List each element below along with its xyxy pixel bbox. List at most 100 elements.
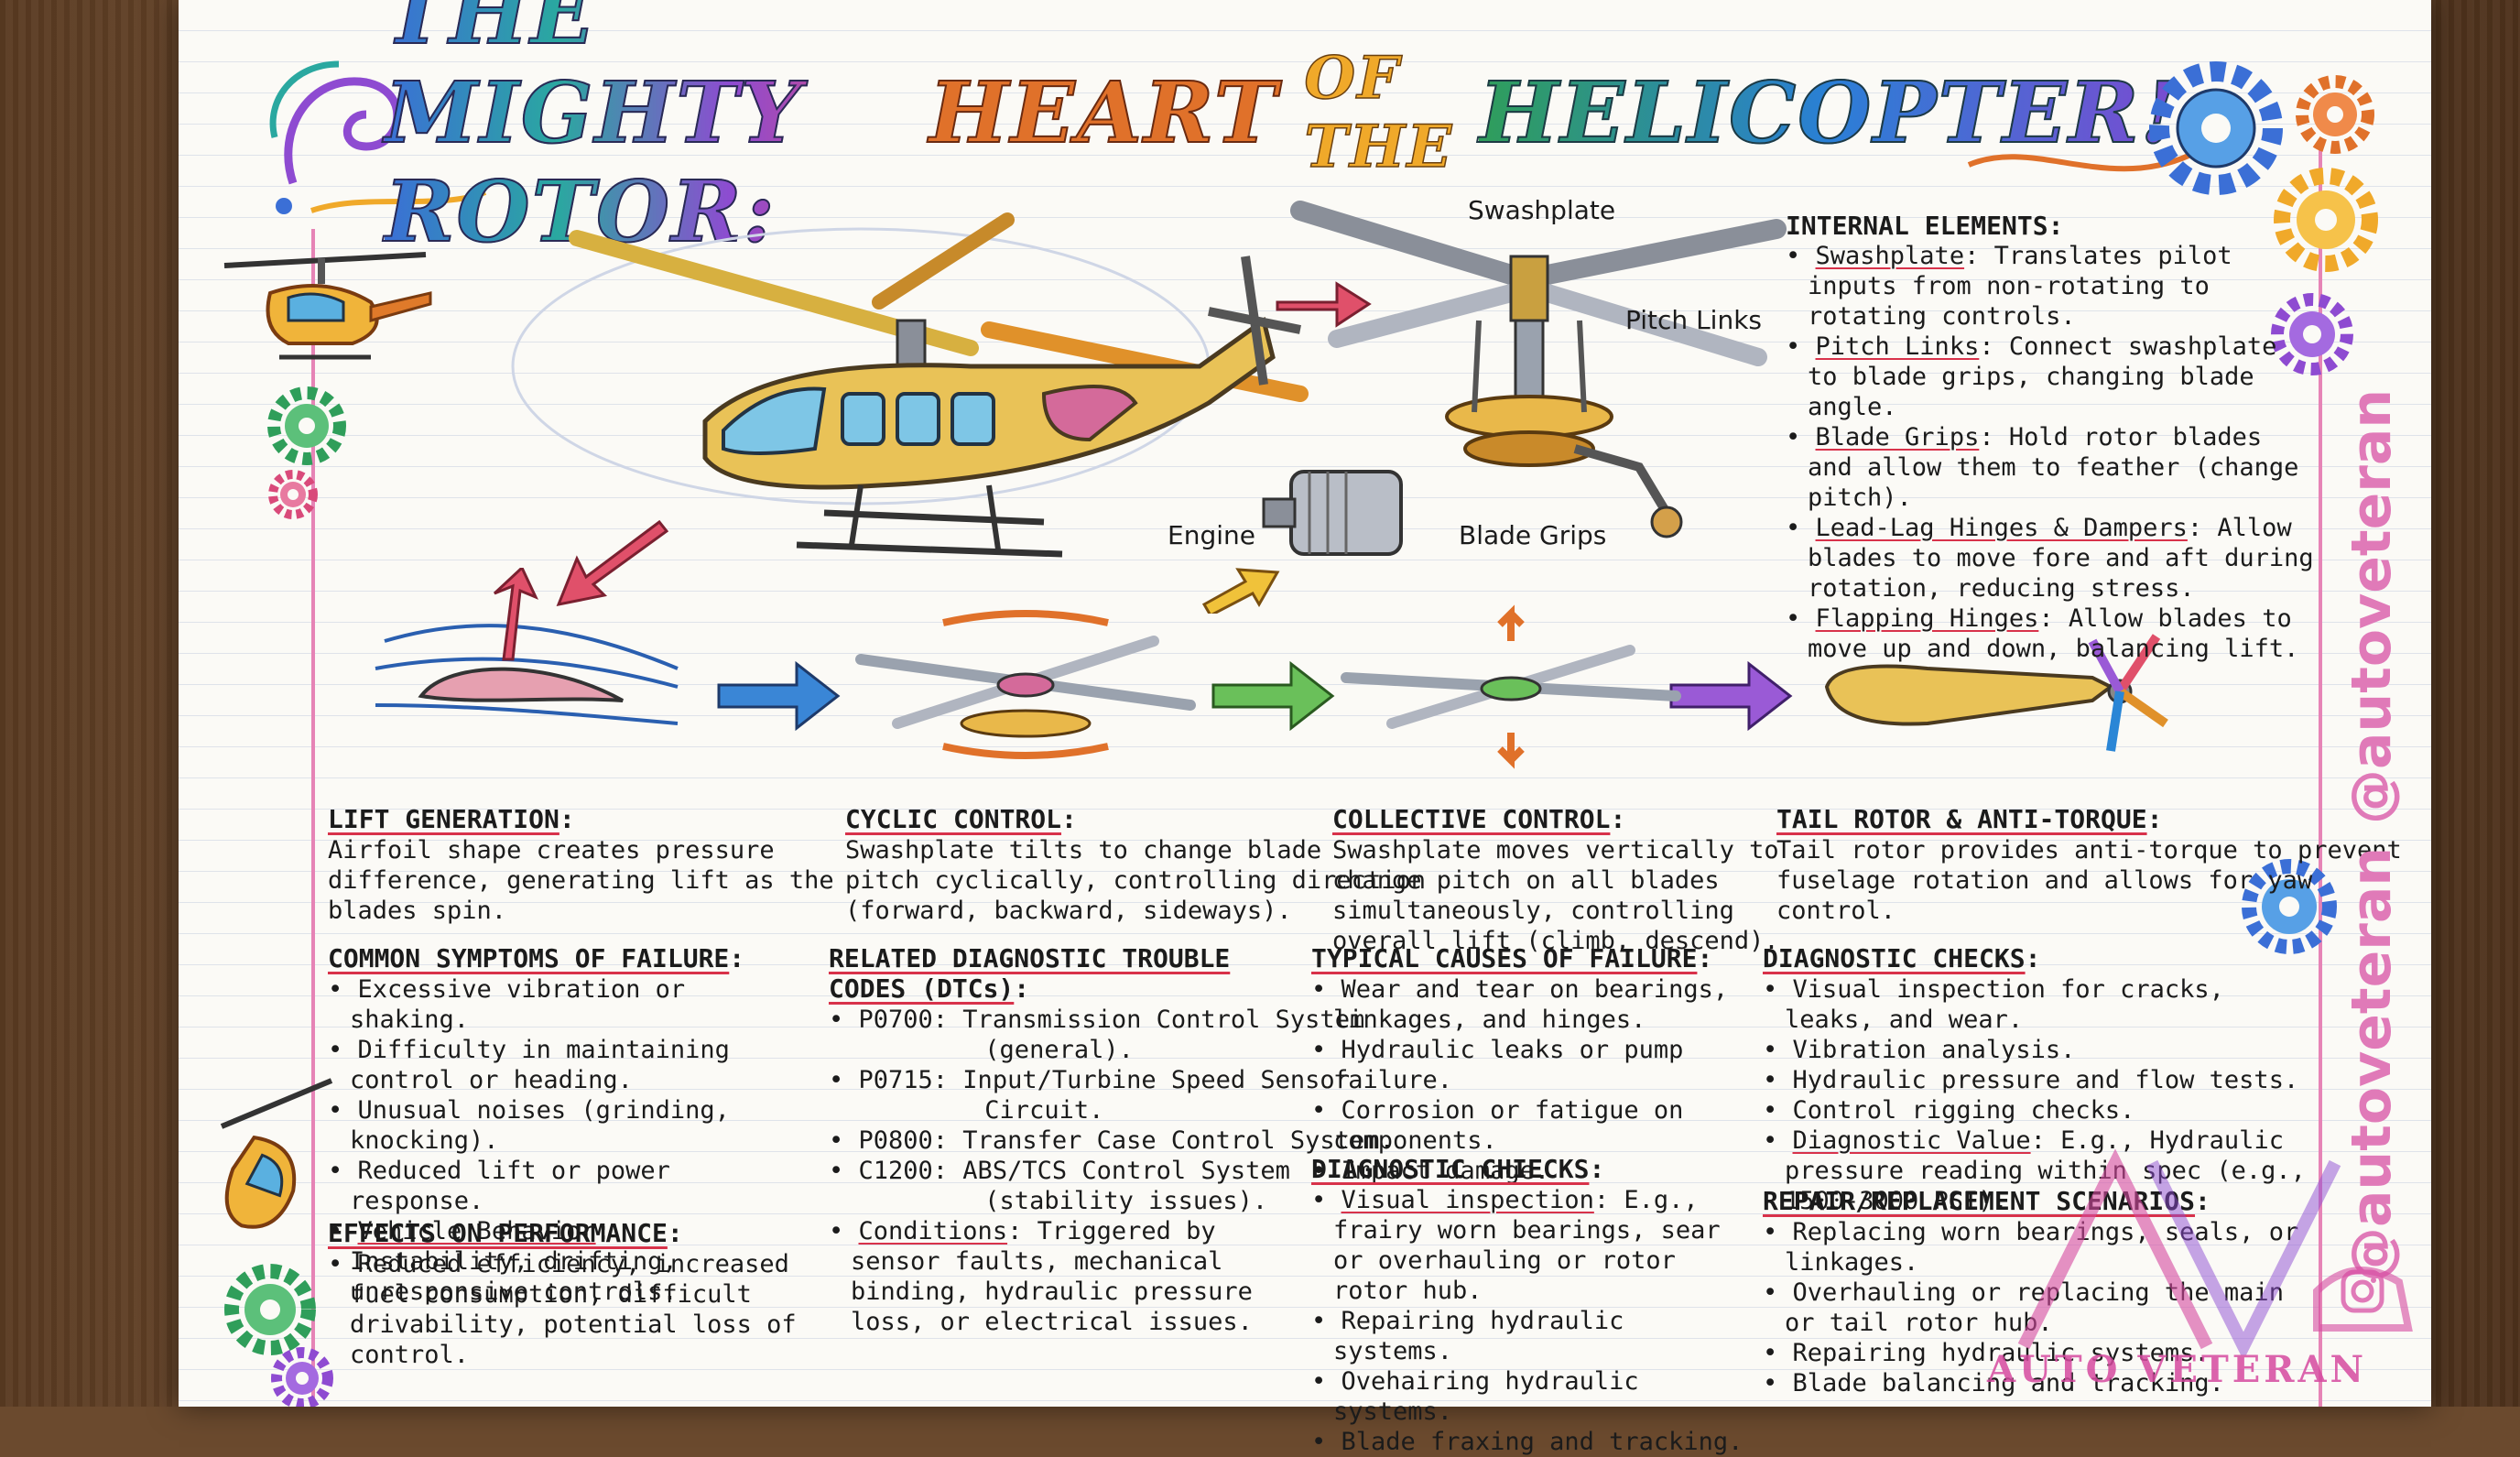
gear-icon <box>2149 61 2283 195</box>
lift-text: Airfoil shape creates pressure differenc… <box>328 836 834 925</box>
list-item: • Repairing hydraulic systems. <box>1311 1307 1624 1365</box>
internal-elements-block: INTERNAL ELEMENTS: • Swashplate: Transla… <box>1786 211 2317 664</box>
list-item: • Vibration analysis. <box>1763 1036 2076 1064</box>
title-swirl-left <box>269 60 487 214</box>
list-item: • Blade Grips: Hold rotor blades and all… <box>1786 423 2299 512</box>
causes-block: TYPICAL CAUSES OF FAILURE: • Wear and te… <box>1311 943 1751 1186</box>
list-item: • Reduced efficiency, increased fuel con… <box>328 1250 797 1369</box>
lift-heading: LIFT GENERATION <box>328 804 559 834</box>
list-item: • Reduced lift or power response. <box>328 1157 670 1215</box>
arrow-red-down-left <box>556 519 668 607</box>
label-swashplate: Swashplate <box>1468 195 1616 225</box>
list-item: • C1200: ABS/TCS Control System (stabili… <box>829 1157 1290 1215</box>
checks-heading: DIAGNOSTIC CHECKS <box>1763 943 2026 973</box>
gear-icon <box>267 386 346 465</box>
tail-heading: TAIL ROTOR & ANTI-TORQUE <box>1776 804 2147 834</box>
gears-cluster-bottom-left <box>224 1264 333 1407</box>
repair-block: REPAIR/REPLACEMENT SCENARIOS: • Replacin… <box>1763 1186 2312 1398</box>
chiecks-heading: DIAGNOSTIC CHIECKS <box>1311 1154 1590 1184</box>
collective-control-block: COLLECTIVE CONTROL: Swashplate moves ver… <box>1332 804 1779 955</box>
tail-rotor-block: TAIL ROTOR & ANTI-TORQUE: Tail rotor pro… <box>1776 804 2402 925</box>
collective-text: Swashplate moves vertically to change pi… <box>1332 836 1779 955</box>
list-item: • Hydraulic pressure and flow tests. <box>1763 1066 2299 1094</box>
list-item: • Visual inspection for cracks, leaks, a… <box>1763 975 2224 1034</box>
list-item: • Lead-Lag Hinges & Dampers: Allow blade… <box>1786 514 2314 603</box>
list-item: • Diagnostic Value: E.g., Hydraulic pres… <box>1763 1126 2306 1215</box>
label-engine: Engine <box>1168 520 1255 550</box>
list-item: • Overhauling or replacing the main or t… <box>1763 1278 2284 1337</box>
title-swirl-right <box>1967 153 2190 172</box>
diagnostic-chiecks-block: DIAGNOSTIC CHIECKS: • Visual inspection:… <box>1311 1154 1751 1457</box>
list-item: • Unusual noises (grinding, knocking). <box>328 1096 730 1155</box>
label-pitch-links: Pitch Links <box>1625 305 1762 335</box>
dtc-heading-line-2: CODES (DTCs) <box>829 973 1015 1004</box>
watermark-brand: AUTO VETERAN <box>1987 1348 2368 1391</box>
list-item: • Swashplate: Translates pilot inputs fr… <box>1786 242 2232 331</box>
tail-text: Tail rotor provides anti-torque to preve… <box>1776 836 2402 925</box>
list-item: • Wear and tear on bearings, linkages, a… <box>1311 975 1729 1034</box>
lift-generation-block: LIFT GENERATION: Airfoil shape creates p… <box>328 804 834 925</box>
list-item: • Replacing worn bearings, seals, or lin… <box>1763 1218 2299 1277</box>
arrow-red-right <box>1276 281 1372 328</box>
title-part-4: HELICOPTER! <box>1478 62 2179 163</box>
watermark-handle-top: @autoveteran <box>2340 388 2404 824</box>
list-item: • Flapping Hinges: Allow blades to move … <box>1786 604 2299 663</box>
internal-elements-heading: INTERNAL ELEMENTS: <box>1786 211 2064 241</box>
list-item: • Ovehairing hydraulic systems. <box>1311 1367 1639 1426</box>
gear-icon <box>2271 293 2353 375</box>
list-item: • P0700: Transmission Control System (ge… <box>829 1006 1365 1064</box>
list-item: • Impact damage. <box>1311 1157 1550 1185</box>
causes-heading: TYPICAL CAUSES OF FAILURE <box>1311 943 1698 973</box>
dtc-heading-line-1: RELATED DIAGNOSTIC TROUBLE <box>829 943 1231 973</box>
arrow-blue-right <box>717 660 841 732</box>
title-part-2: HEART <box>929 62 1279 163</box>
symptoms-heading: COMMON SYMPTOMS OF FAILURE <box>328 943 730 973</box>
gear-right-middle <box>2242 859 2337 954</box>
arrow-green-right <box>1211 660 1335 732</box>
gear-icon <box>271 1347 333 1407</box>
list-item: • Hydraulic leaks or pump failure. <box>1311 1036 1684 1094</box>
arrow-yellow <box>1201 568 1280 614</box>
cyclic-text: Swashplate tilts to change blade pitch c… <box>845 836 1426 925</box>
list-item: • P0715: Input/Turbine Speed Sensor Circ… <box>829 1066 1350 1125</box>
cyclic-heading: CYCLIC CONTROL <box>845 804 1062 834</box>
list-item: • Excessive vibration or shaking. <box>328 975 686 1034</box>
label-blade-grips: Blade Grips <box>1459 520 1607 550</box>
small-helicopter-icon <box>223 252 432 360</box>
list-item: • Blade fraxing and tracking. <box>1311 1428 1743 1456</box>
gears-cluster-left <box>267 386 346 519</box>
airfoil-illustration <box>375 568 679 725</box>
cyclic-rotor-illustration <box>855 610 1196 759</box>
dtc-block: RELATED DIAGNOSTIC TROUBLE CODES (DTCs):… <box>829 943 1395 1336</box>
rotor-hub-diagram <box>1290 201 1787 538</box>
list-item: • Control rigging checks. <box>1763 1096 2135 1125</box>
auto-veteran-logo <box>2017 1148 2413 1355</box>
list-item: • Repairing hydraulic systems. <box>1763 1339 2210 1367</box>
effects-heading: EFFECTS ON PERFORMANCE <box>328 1218 668 1248</box>
collective-rotor-illustration <box>1341 604 1681 769</box>
gear-icon <box>2296 75 2374 154</box>
list-item: • Corrosion or fatigue on components. <box>1311 1096 1684 1155</box>
page-margin-line-left <box>311 229 315 1407</box>
effects-block: EFFECTS ON PERFORMANCE: • Reduced effici… <box>328 1218 804 1370</box>
arrow-purple-right <box>1669 660 1793 732</box>
gears-cluster-top-right <box>2149 61 2378 375</box>
cyclic-control-block: CYCLIC CONTROL: Swashplate tilts to chan… <box>845 804 1426 925</box>
list-item: • Visual inspection: E.g., frairy worn b… <box>1311 1186 1721 1305</box>
tail-rotor-illustration <box>1824 634 2168 752</box>
list-item: • Difficulty in maintaining control or h… <box>328 1036 730 1094</box>
list-item: • Blade balancing and tracking. <box>1763 1369 2224 1397</box>
list-item: • Vehicle Behavior: Instability, driftin… <box>328 1217 678 1306</box>
list-item: • P0800: Transfer Case Control System. <box>829 1126 1395 1155</box>
main-helicopter-illustration <box>511 212 1309 558</box>
small-helicopter-icon-2 <box>220 1078 333 1229</box>
gear-icon <box>224 1264 316 1355</box>
title-part-3: OF THE <box>1304 43 1454 182</box>
engine-illustration <box>1262 470 1403 556</box>
symptoms-block: COMMON SYMPTOMS OF FAILURE: • Excessive … <box>328 943 804 1307</box>
gear-icon <box>268 470 318 519</box>
page-margin-line-right <box>2319 147 2322 1407</box>
list-item: • Conditions: Triggered by sensor faults… <box>829 1217 1253 1336</box>
diagnostic-checks-block: DIAGNOSTIC CHECKS: • Visual inspection f… <box>1763 943 2312 1216</box>
list-item: • Pitch Links: Connect swashplate to bla… <box>1786 332 2277 421</box>
